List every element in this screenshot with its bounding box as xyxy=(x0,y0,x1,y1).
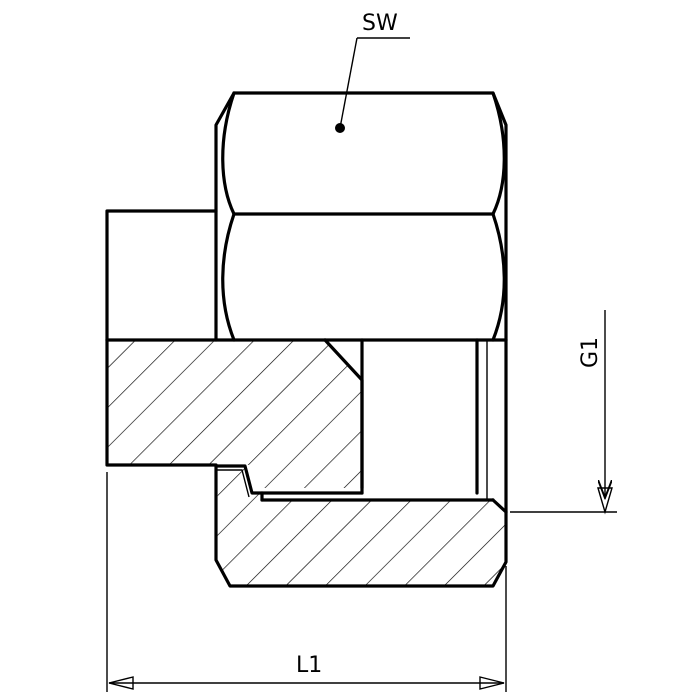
sw-label: SW xyxy=(362,11,398,36)
stub-exterior xyxy=(105,209,218,342)
section-hatch-lower xyxy=(217,466,506,586)
l1-label: L1 xyxy=(296,653,322,678)
g1-dimension xyxy=(510,310,617,515)
hex-nut-body xyxy=(214,91,508,342)
section-hatch-upper xyxy=(107,340,362,488)
section-outlines xyxy=(105,338,508,588)
l1-dimension xyxy=(106,472,507,692)
g1-label: G1 xyxy=(578,337,603,368)
sw-leader xyxy=(335,37,410,133)
